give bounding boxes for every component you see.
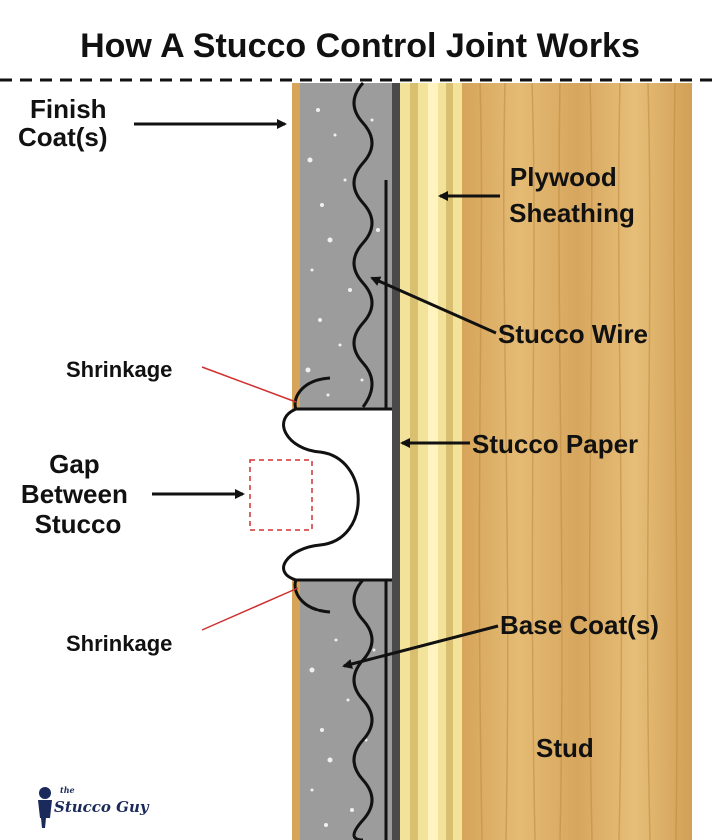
stud-wood bbox=[462, 83, 692, 840]
control-joint-profile bbox=[282, 376, 360, 614]
wood-grain bbox=[478, 82, 678, 840]
label-shrinkage-top: Shrinkage bbox=[66, 357, 172, 382]
diagram-title: How A Stucco Control Joint Works bbox=[80, 27, 640, 65]
stucco-paper bbox=[392, 83, 400, 840]
leader-shrinkage-top bbox=[201, 366, 297, 403]
sheathing-ply-line bbox=[428, 83, 438, 840]
label-stud: Stud bbox=[536, 733, 594, 763]
stucco-lower bbox=[300, 580, 392, 840]
logo-main-text: Stucco Guy bbox=[54, 798, 150, 816]
label-shrinkage-bottom: Shrinkage bbox=[66, 631, 172, 656]
logo-figure-body bbox=[38, 800, 52, 828]
label-stucco-paper: Stucco Paper bbox=[472, 429, 638, 459]
logo-small-text: the bbox=[60, 785, 75, 795]
arrow-stucco-wire bbox=[370, 276, 497, 335]
stucco-guy-logo: the Stucco Guy bbox=[38, 785, 150, 828]
label-gap-between-stucco: Gap Between Stucco bbox=[21, 449, 135, 539]
leader-shrinkage-bottom bbox=[201, 587, 299, 631]
joint-gap bbox=[292, 409, 392, 580]
label-plywood-sheathing: Plywood Sheathing bbox=[509, 162, 635, 228]
stucco-wire-lower bbox=[352, 578, 374, 840]
gap-highlight-box bbox=[249, 459, 313, 531]
label-stucco-wire: Stucco Wire bbox=[498, 319, 648, 349]
sheathing-ply-line bbox=[446, 83, 453, 840]
arrow-base-coat bbox=[342, 624, 499, 669]
stucco-upper bbox=[300, 83, 392, 409]
label-base-coat: Base Coat(s) bbox=[500, 610, 659, 640]
label-finish-coat: Finish Coat(s) bbox=[18, 94, 114, 152]
stucco-wire-upper bbox=[352, 81, 374, 408]
sheathing-ply-line bbox=[410, 83, 418, 840]
logo-figure-head bbox=[39, 787, 51, 799]
